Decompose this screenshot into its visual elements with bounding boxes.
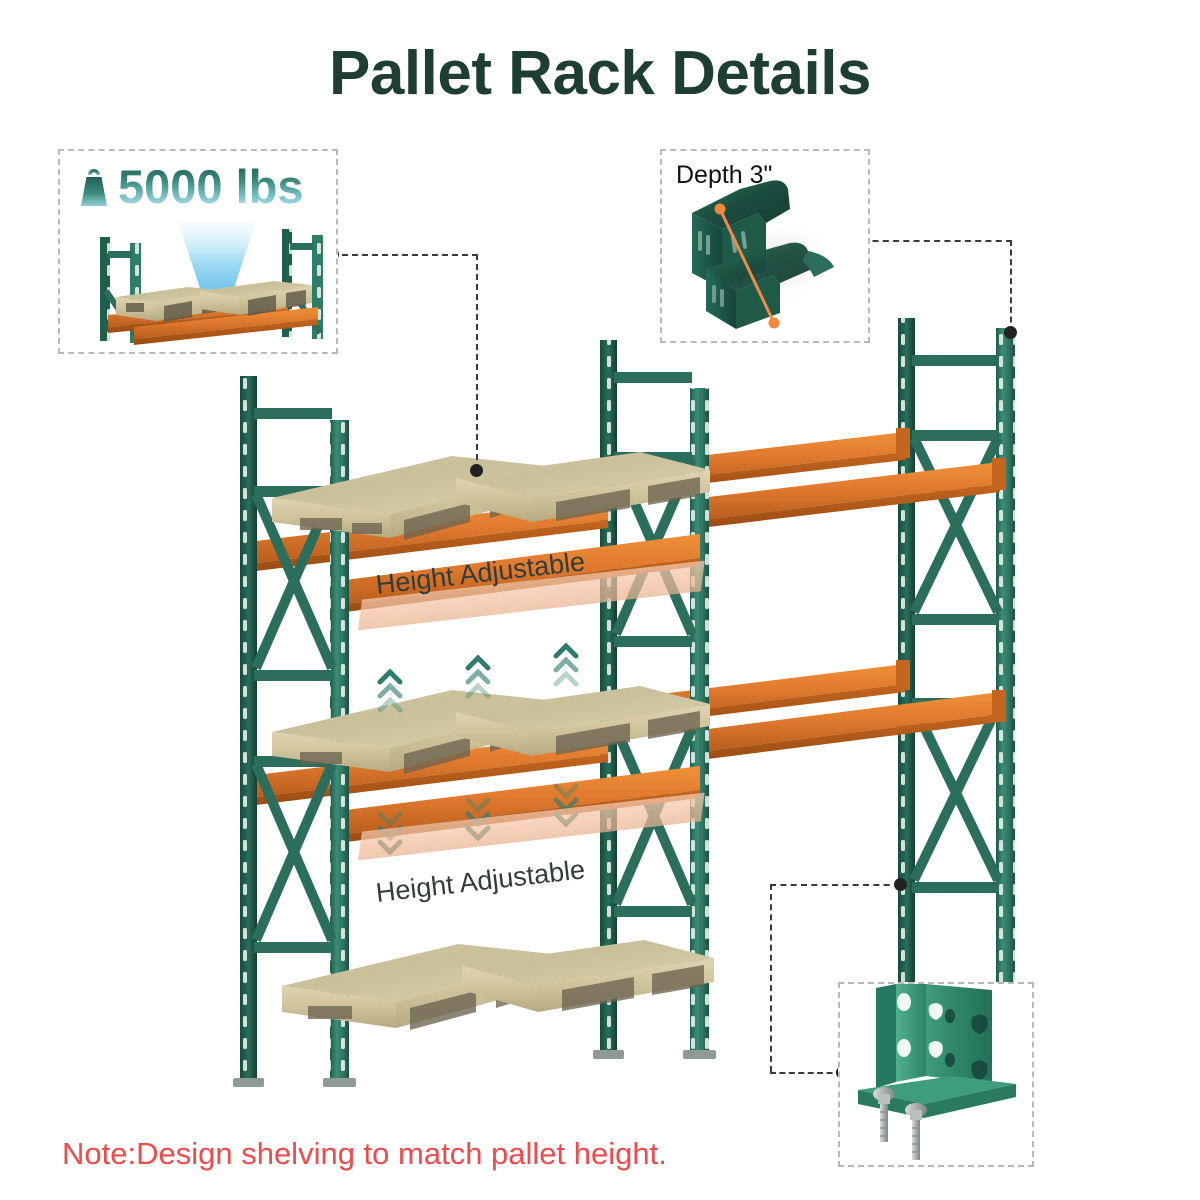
chevrons-up-group [377,642,579,713]
weight-icon [81,168,107,206]
base-plate-icon [858,984,1016,1160]
leader-line-load-v [476,254,478,470]
callout-load-rack-illustration [100,229,323,345]
anchor-bolt [905,1103,927,1160]
pallet-floor-right [462,940,714,1012]
leader-line-base-h1 [770,884,900,886]
pallet-mid-right [456,686,710,756]
anchor-bolt [873,1087,895,1142]
page-title: Pallet Rack Details [329,39,871,108]
pallet-top-right [456,452,710,522]
leader-line-base-h2 [770,1072,842,1074]
leader-line-base-v [770,884,772,1072]
leader-line-depth-h [852,240,1012,242]
callout-beam-depth[interactable]: Depth 3" [660,149,870,343]
footer-note: Note:Design shelving to match pallet hei… [62,1136,667,1171]
leader-dot-depth-end [1004,326,1017,339]
callout-base-plate[interactable] [838,982,1034,1167]
load-capacity-value: 5000 lbs [118,160,304,213]
leader-line-load-h [332,254,478,256]
leader-dot-load-end [470,464,483,477]
callout-load-capacity[interactable]: 5000 lbs [58,149,338,354]
beam-depth-label: Depth 3" [676,161,773,189]
leader-dot-base-start [894,878,907,891]
load-capacity-heading: 5000 lbs [74,163,304,210]
beam-connector-icon [692,180,837,329]
leader-line-depth-v [1010,240,1012,332]
